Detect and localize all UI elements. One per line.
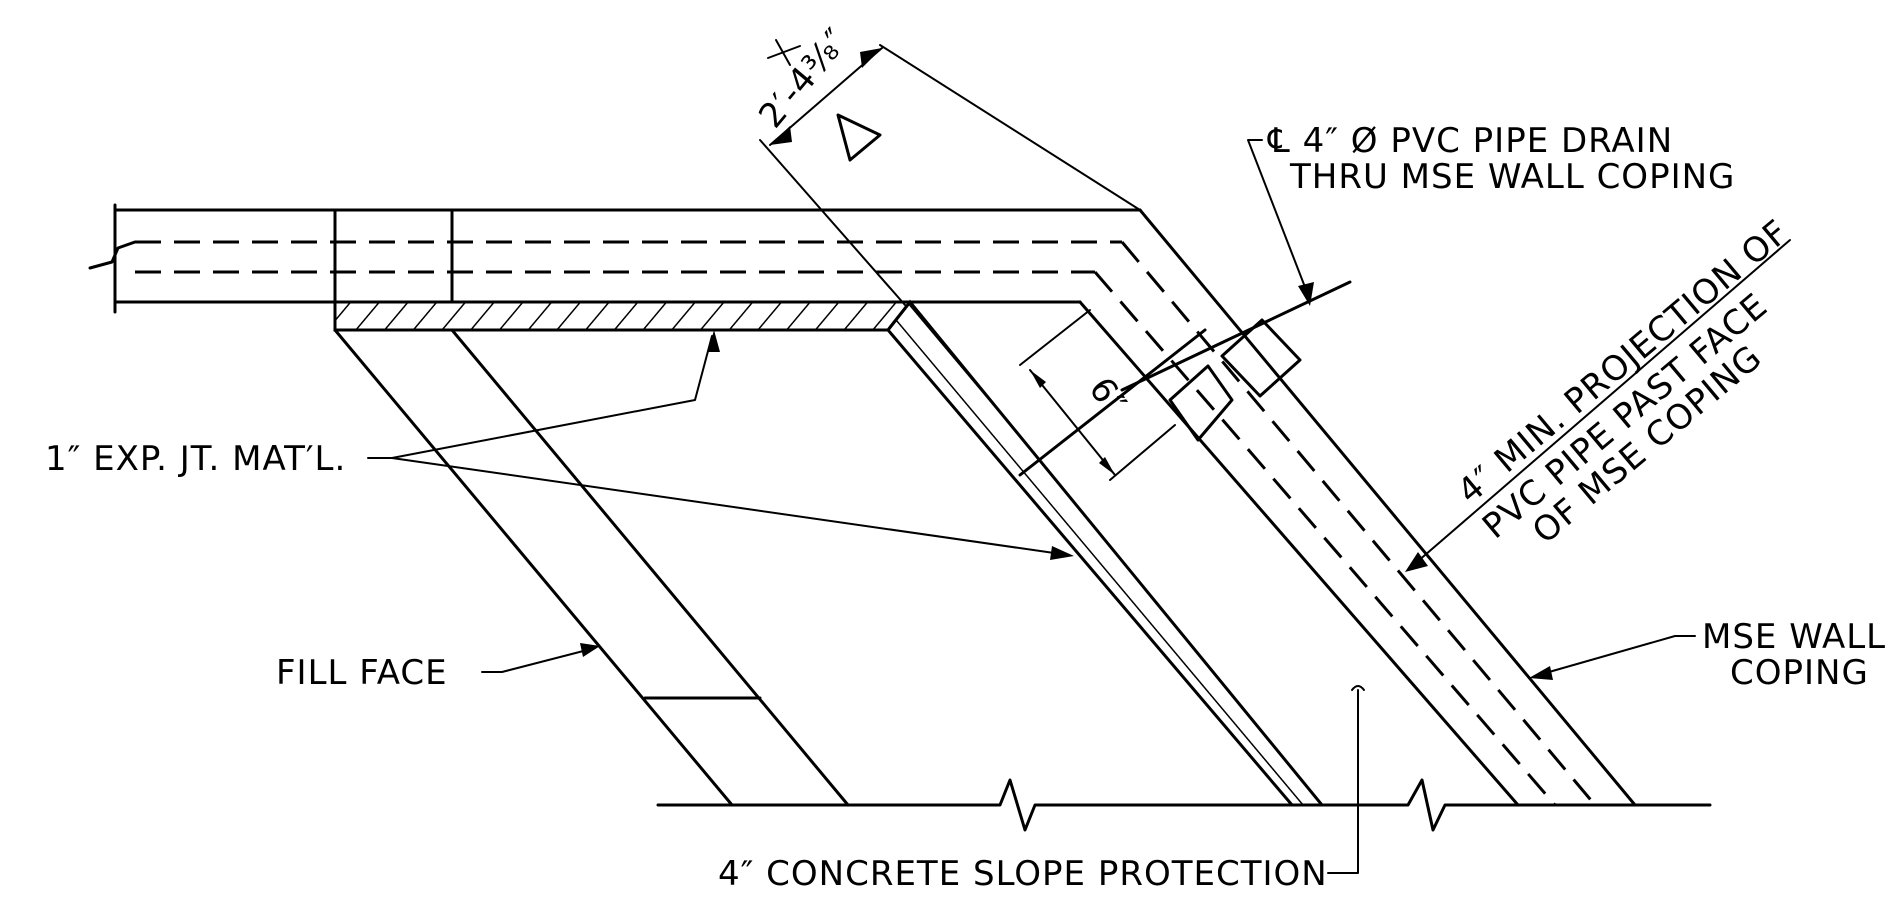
fill-face-leader <box>481 643 600 673</box>
exp-joint-leaders <box>367 330 1074 560</box>
dimension-top-label: 2′-4³⁄₈″ <box>751 21 857 136</box>
dimension-six-label: 6″ <box>1081 370 1135 423</box>
pvc-pipe-drain <box>1018 280 1352 477</box>
pipe-drain-label-line1: ℄ 4″ Ø PVC PIPE DRAIN <box>1267 121 1673 161</box>
mse-coping-label-line2: COPING <box>1730 653 1869 693</box>
projection-label-line2: PVC PIPE PAST FACE <box>1475 286 1775 547</box>
six-inch-dimension <box>1019 309 1176 481</box>
break-line-left <box>88 240 137 270</box>
pipe-drain-leader <box>1247 139 1314 306</box>
ground-line <box>656 778 1712 832</box>
exp-joint-horizontal <box>333 300 914 332</box>
top-dimension <box>759 39 1141 306</box>
slope-protection-label: 4″ CONCRETE SLOPE PROTECTION <box>718 854 1328 894</box>
projection-leader <box>1405 239 1791 572</box>
slope-protection-leader <box>1327 685 1365 874</box>
pipe-drain-label-line2: THRU MSE WALL COPING <box>1289 157 1735 197</box>
triangle-icon <box>836 113 882 162</box>
mse-coping-label-line1: MSE WALL <box>1702 617 1886 657</box>
upper-coping-band <box>88 203 1142 332</box>
fill-face-label: FILL FACE <box>276 653 448 693</box>
slope-protection-slab <box>333 328 850 807</box>
mse-coping-leader <box>1529 635 1696 680</box>
diagonal-coping-band <box>1078 208 1637 807</box>
exp-joint-label: 1″ EXP. JT. MAT′L. <box>45 439 346 479</box>
